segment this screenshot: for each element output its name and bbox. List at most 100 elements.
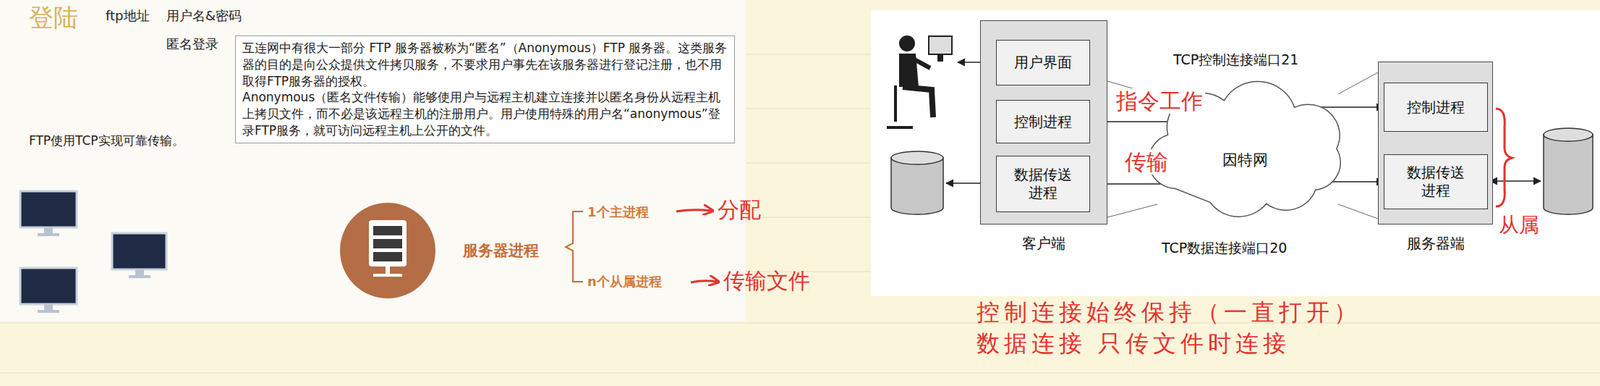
- process-box: 用户界面: [996, 39, 1091, 86]
- cloud-label: 因特网: [1222, 149, 1268, 170]
- slide-title: 登陆: [28, 2, 79, 32]
- process-label: 用户界面: [1014, 53, 1072, 72]
- chair-back: [894, 85, 897, 122]
- handwritten-note: 控制连接始终保持（一直打开）: [976, 298, 1362, 326]
- user-figure: [886, 35, 952, 128]
- label-wrap: 用户名&密码: [166, 7, 242, 25]
- label-wrap: 传输文件: [723, 266, 811, 296]
- text-label: 1个主进程: [587, 203, 649, 220]
- computer-icon: [112, 232, 167, 278]
- label-wrap: 控制连接始终保持（一直打开）: [976, 296, 1362, 329]
- process-box: 控制进程: [996, 99, 1091, 144]
- funnel-line: [1338, 72, 1378, 95]
- label-wrap: 服务器进程: [462, 240, 539, 261]
- label-wrap: TCP控制连接端口21: [1173, 50, 1299, 70]
- monitor-screen: [112, 232, 167, 270]
- label-wrap: 分配: [717, 195, 761, 225]
- handwritten-note: 分配: [717, 196, 761, 223]
- server-slot: [373, 225, 403, 236]
- text-label: ftp地址: [105, 7, 150, 24]
- chair-base: [886, 125, 913, 129]
- user-leg: [902, 86, 934, 118]
- label-wrap: FTP使用TCP实现可靠传输。: [28, 132, 185, 150]
- process-label: 控制进程: [1014, 112, 1072, 131]
- label-wrap: 指令工作: [1113, 86, 1206, 117]
- process-label: 数据传送进程: [1009, 165, 1077, 202]
- text-label: 服务器进程: [462, 241, 539, 259]
- monitor-base: [37, 309, 60, 313]
- info-box: 互连网中有很大一部分 FTP 服务器被称为“匿名”（Anonymous）FTP …: [235, 35, 735, 144]
- computer-icon: [20, 190, 77, 236]
- monitor-screen: [20, 190, 77, 228]
- label-wrap: ftp地址: [105, 7, 150, 25]
- disk-body: [1543, 134, 1593, 215]
- label-wrap: 传输: [1122, 147, 1171, 178]
- user-monitor-stand: [937, 54, 944, 62]
- enclosure-caption: 服务器端: [1378, 233, 1493, 254]
- text-label: TCP数据连接端口20: [1161, 239, 1287, 256]
- process-box: 控制进程: [1383, 82, 1488, 132]
- enclosure-caption: 客户端: [980, 233, 1107, 254]
- process-label: 数据传送进程: [1402, 163, 1470, 200]
- server-circle: [339, 202, 436, 299]
- monitor-stand: [44, 227, 53, 233]
- disk-symbol: [1543, 128, 1593, 215]
- funnel-lines: [1107, 72, 1378, 219]
- monitor-base: [37, 232, 60, 236]
- process-label: 控制进程: [1406, 98, 1465, 117]
- process-box: 数据传送进程: [996, 155, 1091, 212]
- user-arm: [914, 59, 931, 68]
- hand-arrow: [690, 280, 718, 283]
- handwritten-note: 传输: [1122, 149, 1171, 175]
- notebook-line: [0, 372, 1600, 374]
- monitor-base: [128, 274, 151, 278]
- funnel-line: [1338, 203, 1378, 219]
- label-wrap: TCP数据连接端口20: [1161, 238, 1287, 258]
- process-box: 数据传送进程: [1383, 154, 1488, 210]
- text-label: TCP控制连接端口21: [1173, 51, 1299, 68]
- title-wrap: 登陆: [28, 1, 79, 35]
- disk-top: [891, 151, 944, 165]
- text-label: FTP使用TCP实现可靠传输。: [28, 133, 185, 148]
- label-wrap: n个从属进程: [587, 272, 662, 291]
- handwritten-note: 数据连接 只传文件时连接: [976, 329, 1291, 357]
- disk-top: [1543, 128, 1593, 142]
- computer-icon: [20, 267, 77, 313]
- user-head: [899, 35, 916, 52]
- handwritten-note: 传输文件: [723, 267, 811, 293]
- text-label: 用户名&密码: [166, 7, 242, 24]
- server-slot: [373, 251, 403, 262]
- paragraph-text: 互连网中有很大一部分 FTP 服务器被称为“匿名”（Anonymous）FTP …: [242, 39, 728, 89]
- funnel-line: [1107, 203, 1158, 217]
- disk-body: [891, 157, 944, 215]
- label-wrap: 匿名登录: [166, 35, 219, 53]
- server-tower: [368, 219, 407, 267]
- figure-panel: [870, 10, 1600, 296]
- monitor-screen: [20, 267, 77, 304]
- server-enclosure: 服务器端控制进程数据传送进程: [1377, 61, 1493, 225]
- process-bracket: [565, 211, 584, 282]
- label-wrap: 数据连接 只传文件时连接: [976, 327, 1291, 360]
- server-stand: [385, 266, 390, 274]
- text-label: 匿名登录: [166, 36, 219, 52]
- monitor-stand: [44, 303, 53, 310]
- server-icon: [339, 202, 436, 299]
- server-slot: [373, 238, 403, 249]
- handwritten-note: 指令工作: [1113, 88, 1206, 114]
- hand-arrow: [676, 209, 712, 212]
- paragraph-text: Anonymous（匿名文件传输）能够使用户与远程主机建立连接并以匿名身份从远程…: [242, 88, 728, 139]
- hand-bracket: [1495, 108, 1512, 207]
- slide-panel: [0, 0, 746, 322]
- user-monitor: [928, 36, 952, 55]
- label-wrap: 从属: [1498, 211, 1540, 239]
- disk-symbol: [891, 151, 944, 215]
- disk-link: [1490, 180, 1541, 182]
- client-enclosure: 客户端用户界面控制进程数据传送进程: [980, 20, 1108, 225]
- handwritten-note: 从属: [1498, 212, 1540, 237]
- text-label: n个从属进程: [587, 273, 662, 289]
- monitor-stand: [135, 269, 144, 275]
